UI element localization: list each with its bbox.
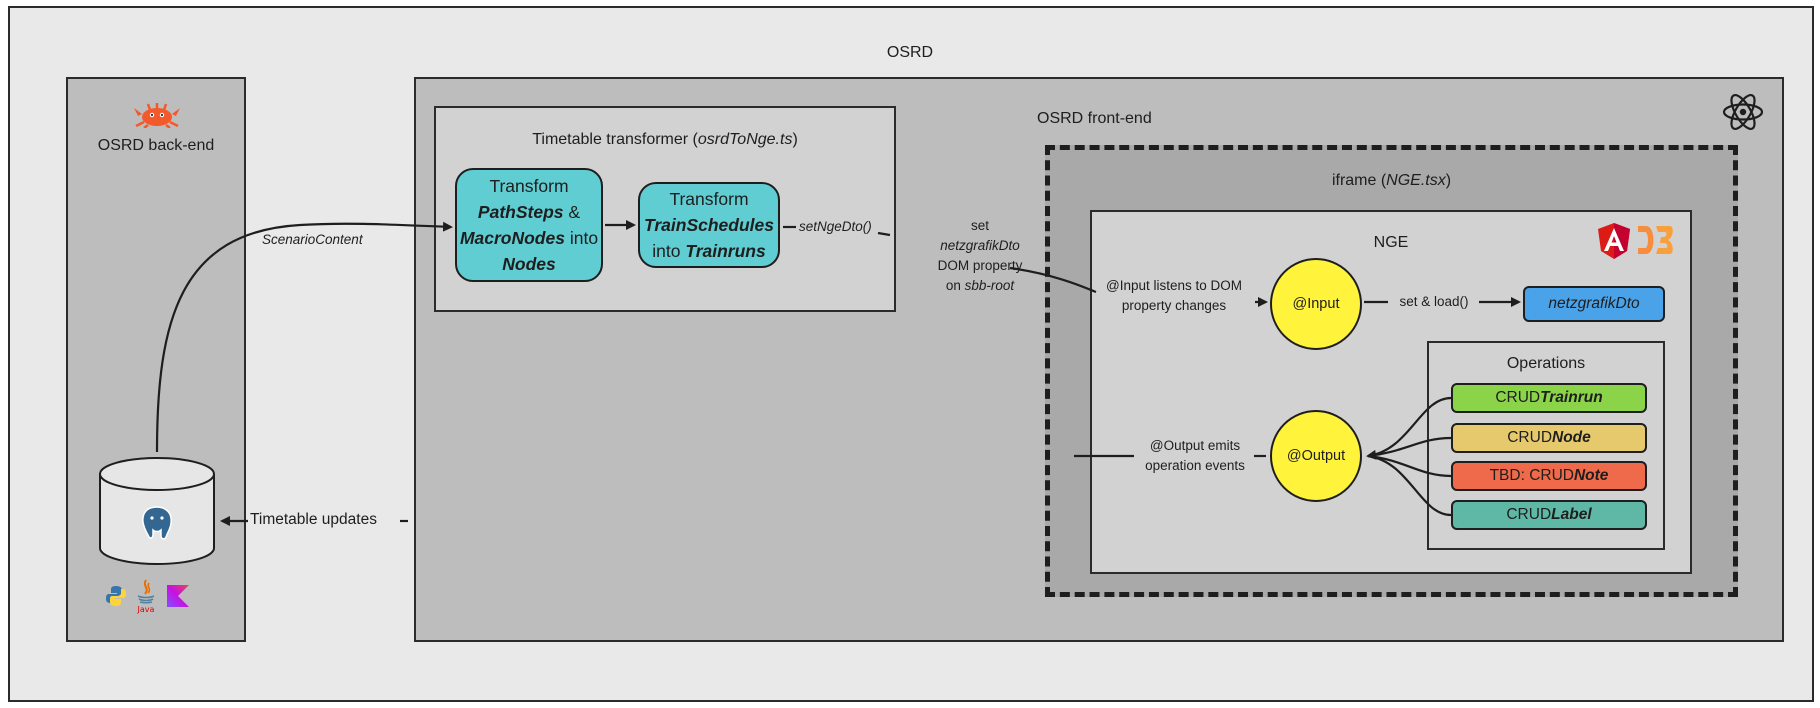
- operations-title: Operations: [1506, 355, 1586, 372]
- scenario-content-label: ScenarioContent: [262, 232, 363, 247]
- step1-amp: &: [563, 202, 581, 222]
- operation-item-trainrun: CRUD Trainrun: [1451, 383, 1647, 413]
- output-emits-line1: @Output emits: [1149, 438, 1241, 453]
- step1-line1: Transform: [489, 176, 569, 196]
- set-load-label: set & load(): [1399, 294, 1469, 309]
- transform-trainruns-step: Transform TrainSchedules into Trainruns: [638, 182, 780, 268]
- iframe-title: iframe (NGE.tsx): [1045, 172, 1738, 190]
- operation-entity: Node: [1552, 429, 1591, 446]
- edge-dom-to-input: [1009, 266, 1097, 294]
- set-dom-netzgrafikdto: netzgrafikDto: [940, 238, 1020, 253]
- osrd-title: OSRD: [886, 44, 934, 61]
- transform-nodes-step: Transform PathSteps & MacroNodes into No…: [455, 168, 603, 282]
- operation-prefix: CRUD: [1506, 506, 1552, 523]
- step1-nodes: Nodes: [502, 254, 556, 274]
- transformer-title: Timetable transformer (osrdToNge.ts): [434, 131, 896, 149]
- operation-prefix: CRUD: [1495, 389, 1541, 406]
- backend-title: OSRD back-end: [97, 137, 215, 154]
- postgresql-icon: [137, 503, 177, 543]
- operation-item-node: CRUD Node: [1451, 423, 1647, 453]
- nge-title: NGE: [1373, 234, 1409, 251]
- transformer-title-prefix: Timetable transformer (: [532, 131, 698, 148]
- operation-prefix: TBD: CRUD: [1489, 467, 1574, 484]
- edge-scenario-content: [155, 221, 453, 453]
- set-dom-sbbroot: sbb-root: [964, 278, 1015, 293]
- set-dom-prefix: set: [970, 218, 989, 233]
- python-icon: [104, 584, 128, 608]
- input-listens-label: @Input listens to DOM property changes: [1096, 276, 1252, 316]
- step2-trainschedules: TrainSchedules: [643, 215, 774, 235]
- step1-macronodes: MacroNodes: [459, 228, 565, 248]
- kotlin-icon: [166, 584, 190, 608]
- operation-item-label: CRUD Label: [1451, 500, 1647, 530]
- setngedto-label: setNgeDto(): [799, 219, 872, 234]
- java-icon: Java: [134, 578, 158, 614]
- step1-into: into: [564, 228, 599, 248]
- netzgrafikdto-label: netzgrafikDto: [1548, 295, 1640, 312]
- set-dom-on: on: [945, 278, 965, 293]
- step2-trainruns: Trainruns: [685, 241, 766, 261]
- d3-icon: [1636, 224, 1674, 256]
- angular-icon: [1596, 222, 1632, 260]
- operation-prefix: CRUD: [1507, 429, 1553, 446]
- set-dom-line2: DOM property: [937, 258, 1023, 273]
- frontend-title: OSRD front-end: [1037, 110, 1152, 127]
- output-emits-line2: operation events: [1145, 458, 1245, 473]
- operation-entity: Label: [1551, 506, 1592, 523]
- step2-line1: Transform: [669, 189, 749, 209]
- iframe-title-prefix: iframe (: [1331, 172, 1387, 189]
- edge-op-label: [1367, 454, 1452, 517]
- edge-op-node: [1367, 436, 1452, 458]
- operation-entity: Note: [1573, 467, 1609, 484]
- react-icon: [1721, 90, 1765, 134]
- operation-entity: Trainrun: [1540, 389, 1603, 406]
- output-node: @Output: [1270, 410, 1362, 502]
- input-listens-line2: property changes: [1121, 298, 1227, 313]
- iframe-title-file: NGE.tsx: [1386, 172, 1446, 189]
- svg-text:Java: Java: [137, 605, 155, 614]
- operation-item-note: TBD: CRUD Note: [1451, 461, 1647, 491]
- iframe-title-suffix: ): [1445, 172, 1452, 189]
- step1-pathsteps: PathSteps: [477, 202, 564, 222]
- rust-crab-icon: [130, 100, 184, 129]
- timetable-updates-label: Timetable updates: [250, 511, 377, 528]
- output-emits-label: @Output emits operation events: [1136, 436, 1254, 476]
- transformer-title-suffix: ): [792, 131, 798, 148]
- edge-set-dom: [877, 231, 891, 237]
- set-dom-label: set netzgrafikDto DOM property on sbb-ro…: [936, 216, 1024, 296]
- input-listens-line1: @Input listens to DOM: [1105, 278, 1242, 293]
- transformer-title-file: osrdToNge.ts: [697, 131, 793, 148]
- input-node: @Input: [1270, 258, 1362, 350]
- edge-op-trainrun: [1366, 396, 1452, 460]
- step2-into: into: [652, 241, 686, 261]
- netzgrafikdto-node: netzgrafikDto: [1523, 286, 1665, 322]
